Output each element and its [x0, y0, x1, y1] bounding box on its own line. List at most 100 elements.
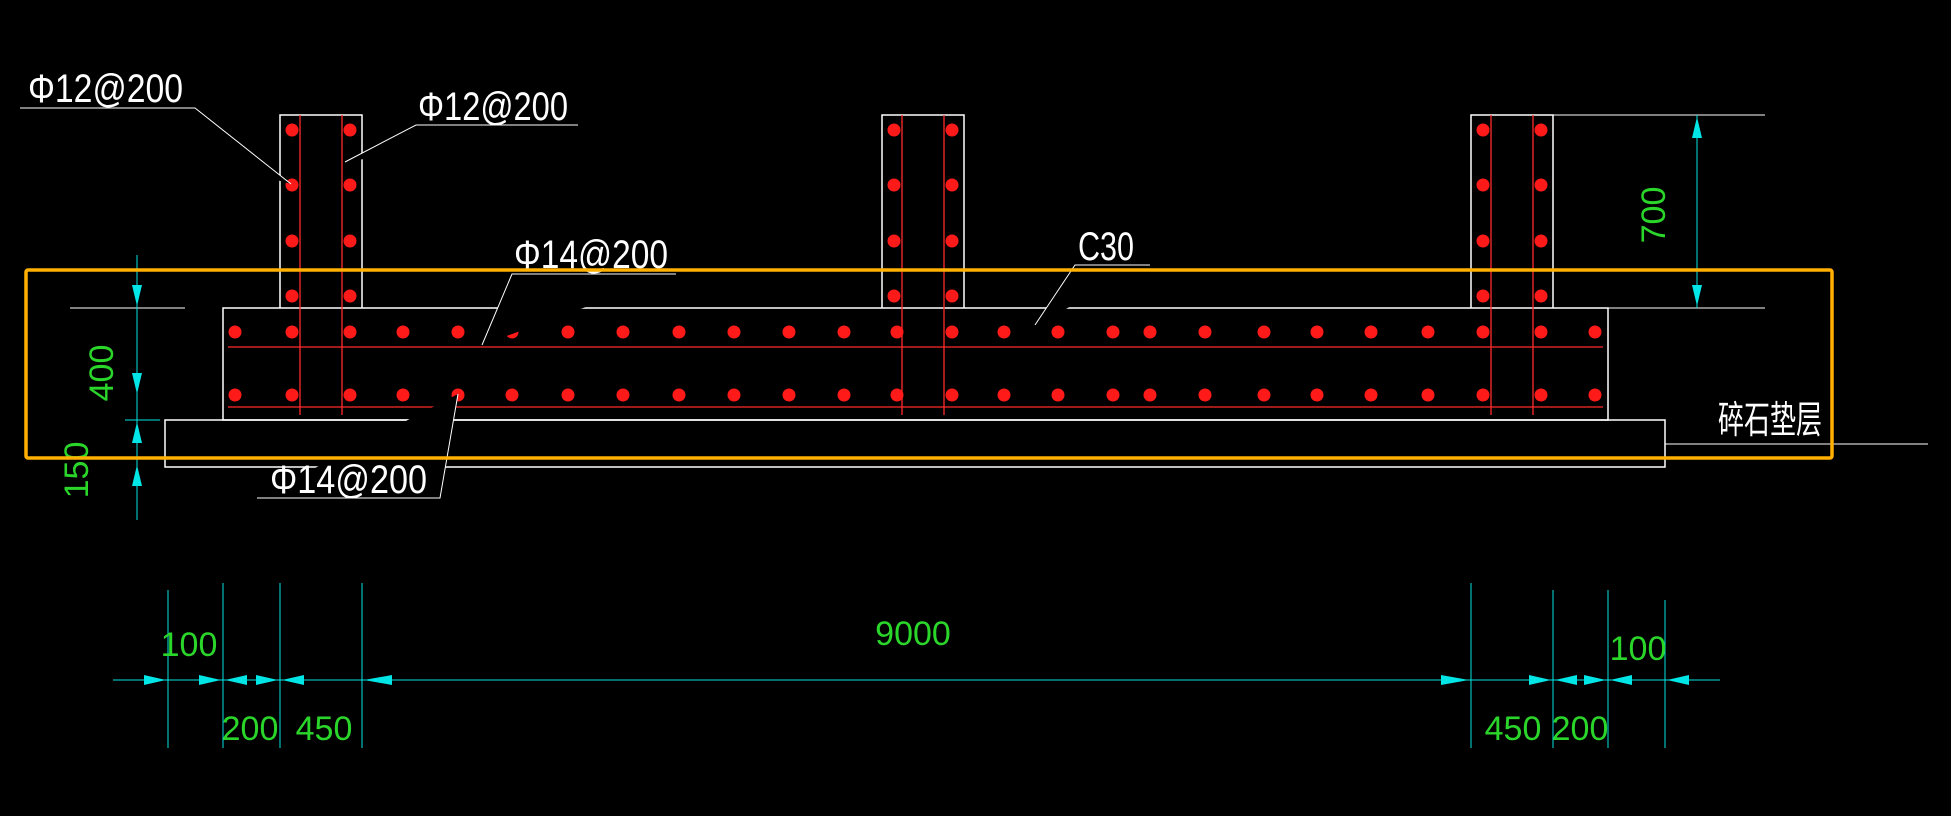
dim-bottom-450-right: 450: [1485, 710, 1542, 748]
rebar-dot: [1257, 325, 1271, 339]
rebar-dot: [561, 388, 575, 402]
rebar-dot: [945, 289, 959, 303]
rebar-dot: [727, 325, 741, 339]
rebar-dot: [1421, 388, 1435, 402]
rebar-dot: [1051, 325, 1065, 339]
rebar-dot: [1534, 234, 1548, 248]
rebar-dot: [1534, 388, 1548, 402]
rebar-dot: [1421, 325, 1435, 339]
rebar-dot: [228, 325, 242, 339]
rebar-dot: [945, 123, 959, 137]
rebar-dot: [285, 289, 299, 303]
rebar-dot: [1534, 289, 1548, 303]
rebar-dot: [505, 388, 519, 402]
foundation-slab-outline: [222, 307, 1609, 421]
dim-bottom-200-left: 200: [222, 710, 279, 748]
horizontal-dimension-extension-lines: [167, 583, 1666, 748]
label-slab-rebar-bottom: Φ14@200: [270, 458, 427, 502]
rebar-dot: [285, 234, 299, 248]
rebar-dot: [1310, 325, 1324, 339]
rebar-dot: [945, 388, 959, 402]
rebar-dot: [343, 178, 357, 192]
rebar-dot: [1588, 388, 1602, 402]
rebar-dot: [1257, 388, 1271, 402]
rebar-dot: [1476, 325, 1490, 339]
rebar-dot: [1106, 325, 1120, 339]
rebar-dot: [1143, 325, 1157, 339]
rebar-dot: [887, 123, 901, 137]
label-stem-rebar-right: Φ12@200: [418, 85, 568, 129]
rebar-dot: [1051, 388, 1065, 402]
rebar-dot: [561, 325, 575, 339]
vertical-dimension-arrows: [132, 117, 1702, 486]
rebar-dot: [616, 388, 630, 402]
label-stem-rebar-left: Φ12@200: [28, 67, 183, 111]
rebar-dot: [396, 388, 410, 402]
rebar-dot: [451, 325, 465, 339]
rebar-dot: [837, 325, 851, 339]
highlight-selection-box[interactable]: [24, 268, 1834, 460]
rebar-dot: [887, 178, 901, 192]
rebar-dot: [1476, 123, 1490, 137]
rebar-dot: [343, 123, 357, 137]
horizontal-dimension-arrows: [144, 675, 1689, 685]
rebar-dot: [285, 123, 299, 137]
dim-cushion-thickness: 150: [58, 442, 96, 499]
rebar-dot: [1198, 325, 1212, 339]
rebar-dot: [1106, 388, 1120, 402]
rebar-dot: [285, 178, 299, 192]
rebar-dot: [616, 325, 630, 339]
stem-left-outline: [279, 114, 363, 308]
rebar-dot: [1476, 388, 1490, 402]
rebar-dot: [1476, 289, 1490, 303]
dim-bottom-100-right: 100: [1610, 630, 1667, 668]
rebar-dot: [343, 325, 357, 339]
rebar-dot: [672, 388, 686, 402]
rebar-dots: [228, 123, 1602, 402]
rebar-dot: [1476, 234, 1490, 248]
dim-bottom-9000: 9000: [875, 615, 951, 653]
rebar-dot: [285, 325, 299, 339]
rebar-dot: [672, 325, 686, 339]
rebar-dot: [945, 178, 959, 192]
dim-bottom-100-left: 100: [161, 626, 218, 664]
rebar-dot: [343, 234, 357, 248]
rebar-lines: [228, 115, 1603, 415]
rebar-dot: [945, 325, 959, 339]
rebar-dot: [396, 325, 410, 339]
rebar-dot: [997, 325, 1011, 339]
rebar-dot: [1143, 388, 1157, 402]
rebar-dot: [1534, 178, 1548, 192]
rebar-dot: [343, 388, 357, 402]
rebar-dot: [1198, 388, 1212, 402]
rebar-dot: [1364, 325, 1378, 339]
rebar-dot: [890, 388, 904, 402]
dim-bottom-450-left: 450: [296, 710, 353, 748]
rebar-dot: [887, 289, 901, 303]
rebar-dot: [782, 325, 796, 339]
rebar-dot: [837, 388, 851, 402]
dim-bottom-200-right: 200: [1552, 710, 1609, 748]
rebar-dot: [1588, 325, 1602, 339]
rebar-dot: [1534, 123, 1548, 137]
label-gravel-cushion: 碎石垫层: [1718, 400, 1822, 442]
rebar-dot: [285, 388, 299, 402]
stem-middle-outline: [881, 114, 965, 308]
rebar-dot: [1310, 388, 1324, 402]
rebar-dot: [997, 388, 1011, 402]
rebar-dot: [1364, 388, 1378, 402]
rebar-dot: [945, 234, 959, 248]
leader-lines: [20, 107, 1150, 499]
rebar-dot: [1476, 178, 1490, 192]
rebar-dot: [343, 289, 357, 303]
dim-stem-height: 700: [1635, 187, 1673, 244]
dim-slab-thickness: 400: [83, 345, 121, 402]
rebar-dot: [890, 325, 904, 339]
reference-lines: [70, 114, 1928, 445]
rebar-dot: [887, 234, 901, 248]
rebar-dot: [1534, 325, 1548, 339]
stem-right-outline: [1470, 114, 1554, 308]
label-concrete-grade: C30: [1078, 225, 1134, 269]
